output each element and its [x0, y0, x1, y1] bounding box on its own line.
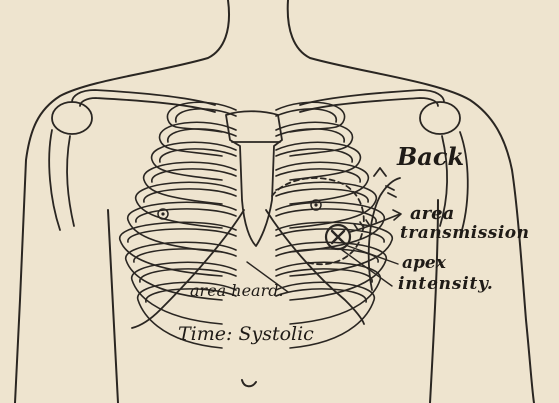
area-heard-label: area heard. [190, 283, 284, 299]
apex-label: apex [402, 255, 446, 272]
area-label: area [410, 205, 454, 223]
time-systolic-label: Time: Systolic [178, 325, 314, 344]
left-rib-inner [168, 129, 236, 142]
right-rib-inner [276, 209, 376, 222]
back-arrow [369, 168, 400, 290]
right-rib [276, 142, 360, 180]
right-rib-inner [276, 129, 344, 142]
left-rib-inner [136, 209, 236, 222]
left-rib-inner [134, 249, 236, 262]
back-label: Back [397, 145, 464, 169]
right-rib-inner [276, 149, 352, 162]
left-rib [152, 142, 236, 180]
left-rib-inner [160, 149, 236, 162]
clavicles [72, 90, 444, 112]
transmission-label: transmission [400, 225, 530, 242]
left-rib-cage [120, 102, 236, 348]
right-rib [276, 102, 345, 132]
intensity-label: intensity. [398, 276, 494, 293]
